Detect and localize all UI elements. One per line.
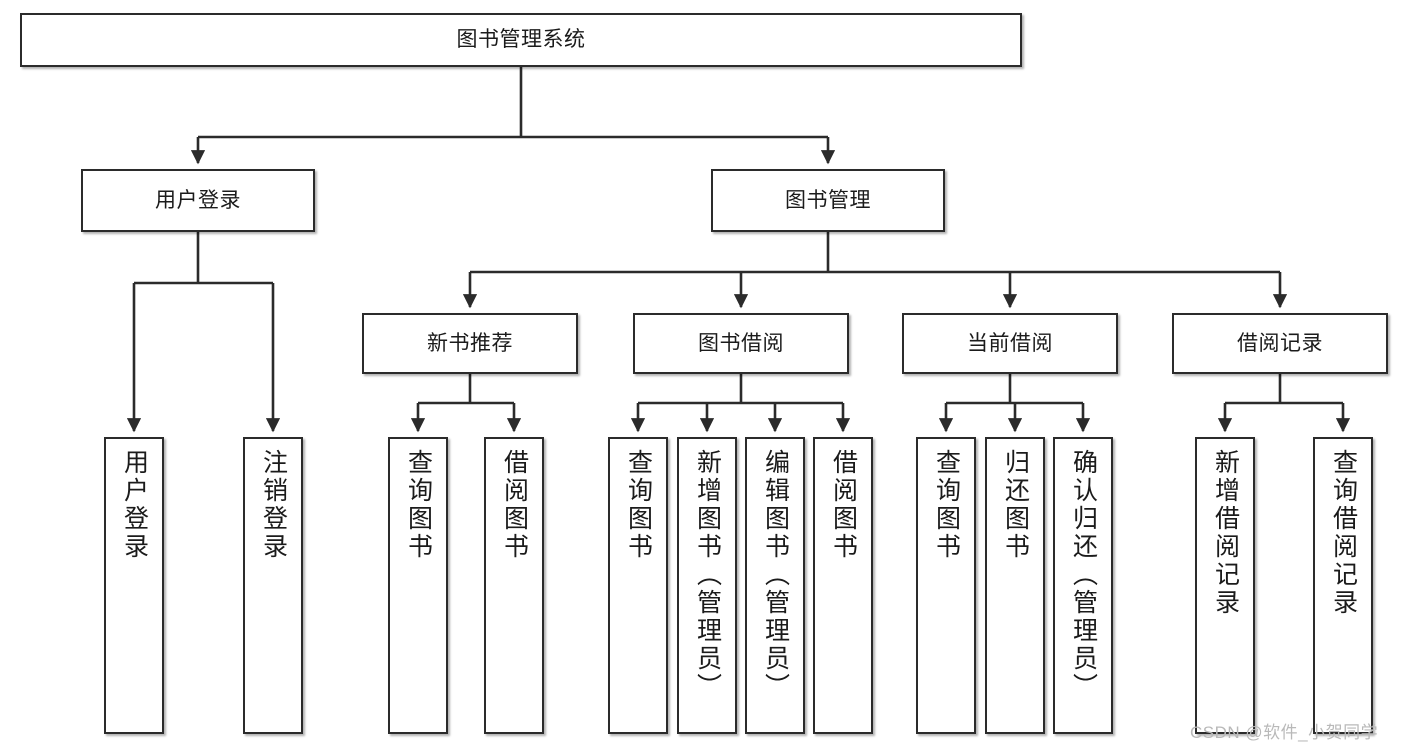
node-new-book-recommend-label: 新书推荐 <box>427 331 513 355</box>
leaf-confirm-return-admin-label: 确认归还（管理员） <box>1069 449 1098 701</box>
node-book-borrow[interactable]: 图书借阅 <box>633 313 849 374</box>
node-borrow-record-label: 借阅记录 <box>1237 331 1323 355</box>
leaf-edit-book-admin[interactable]: 编辑图书（管理员） <box>745 437 805 734</box>
leaf-borrow-book-recommend[interactable]: 借阅图书 <box>484 437 544 734</box>
node-current-borrow-label: 当前借阅 <box>967 331 1053 355</box>
leaf-confirm-return-admin[interactable]: 确认归还（管理员） <box>1053 437 1113 734</box>
node-borrow-record[interactable]: 借阅记录 <box>1172 313 1388 374</box>
csdn-watermark: CSDN @软件_小贺同学 <box>1190 723 1379 742</box>
leaf-return-book-label: 归还图书 <box>1001 449 1030 561</box>
leaf-query-borrow-record[interactable]: 查询借阅记录 <box>1313 437 1373 734</box>
leaf-borrow-book[interactable]: 借阅图书 <box>813 437 873 734</box>
leaf-query-book-borrow-label: 查询图书 <box>624 449 653 561</box>
leaf-add-book-admin-label: 新增图书（管理员） <box>693 449 722 701</box>
leaf-query-borrow-record-label: 查询借阅记录 <box>1329 449 1358 617</box>
leaf-query-book-recommend-label: 查询图书 <box>404 449 433 561</box>
node-root-label: 图书管理系统 <box>456 28 586 52</box>
leaf-query-book-borrow[interactable]: 查询图书 <box>608 437 668 734</box>
leaf-query-book-current-label: 查询图书 <box>932 449 961 561</box>
node-book-manage-label: 图书管理 <box>785 188 871 212</box>
node-new-book-recommend[interactable]: 新书推荐 <box>362 313 578 374</box>
leaf-borrow-book-label: 借阅图书 <box>829 449 858 561</box>
node-root[interactable]: 图书管理系统 <box>20 13 1022 67</box>
leaf-user-logout-label: 注销登录 <box>259 449 288 561</box>
leaf-edit-book-admin-label: 编辑图书（管理员） <box>761 449 790 701</box>
leaf-query-book-current[interactable]: 查询图书 <box>916 437 976 734</box>
leaf-return-book[interactable]: 归还图书 <box>985 437 1045 734</box>
leaf-query-book-recommend[interactable]: 查询图书 <box>388 437 448 734</box>
node-user-login[interactable]: 用户登录 <box>81 169 315 232</box>
leaf-user-login[interactable]: 用户登录 <box>104 437 164 734</box>
leaf-user-logout[interactable]: 注销登录 <box>243 437 303 734</box>
node-book-borrow-label: 图书借阅 <box>698 331 784 355</box>
leaf-add-borrow-record[interactable]: 新增借阅记录 <box>1195 437 1255 734</box>
node-book-manage[interactable]: 图书管理 <box>711 169 945 232</box>
leaf-add-borrow-record-label: 新增借阅记录 <box>1211 449 1240 617</box>
node-user-login-label: 用户登录 <box>155 188 241 212</box>
leaf-borrow-book-recommend-label: 借阅图书 <box>500 449 529 561</box>
leaf-add-book-admin[interactable]: 新增图书（管理员） <box>677 437 737 734</box>
node-current-borrow[interactable]: 当前借阅 <box>902 313 1118 374</box>
leaf-user-login-label: 用户登录 <box>120 449 149 561</box>
